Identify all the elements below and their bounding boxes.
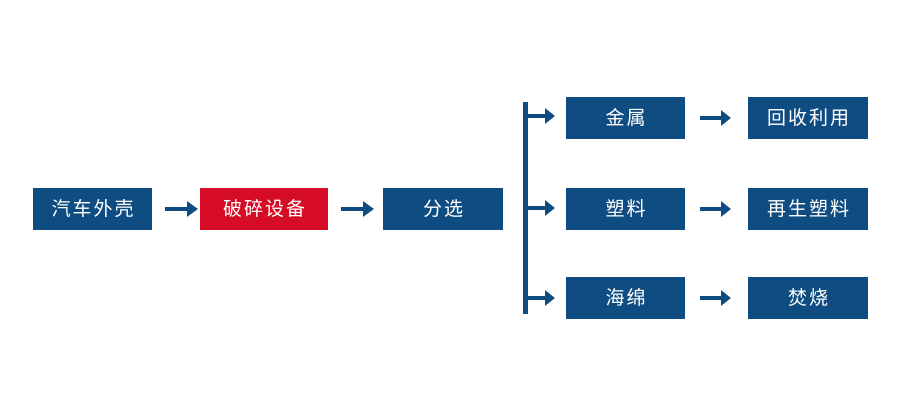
arrow-right-icon-branch-metal <box>526 106 556 126</box>
arrow-right-icon-metal-to-recycle <box>700 107 732 129</box>
node-input-car-shell[interactable]: 汽车外壳 <box>33 188 152 230</box>
node-material-sponge[interactable]: 海绵 <box>566 277 685 319</box>
branch-split-icon-trunk <box>523 102 528 314</box>
node-process-shredder[interactable]: 破碎设备 <box>200 188 328 230</box>
node-destination-recycle[interactable]: 回收利用 <box>748 97 868 139</box>
node-destination-regenerated-plastic[interactable]: 再生塑料 <box>748 188 868 230</box>
node-material-plastic[interactable]: 塑料 <box>566 188 685 230</box>
node-sorting[interactable]: 分选 <box>383 188 503 230</box>
arrow-right-icon-sponge-to-incineration <box>700 287 732 309</box>
node-destination-incineration[interactable]: 焚烧 <box>748 277 868 319</box>
arrow-right-icon-plastic-to-regenerated <box>700 198 732 220</box>
arrow-right-icon-process-to-sorting <box>341 198 375 220</box>
arrow-right-icon-input-to-process <box>165 198 199 220</box>
arrow-right-icon-branch-plastic <box>526 198 556 218</box>
node-material-metal[interactable]: 金属 <box>566 97 685 139</box>
arrow-right-icon-branch-sponge <box>526 288 556 308</box>
